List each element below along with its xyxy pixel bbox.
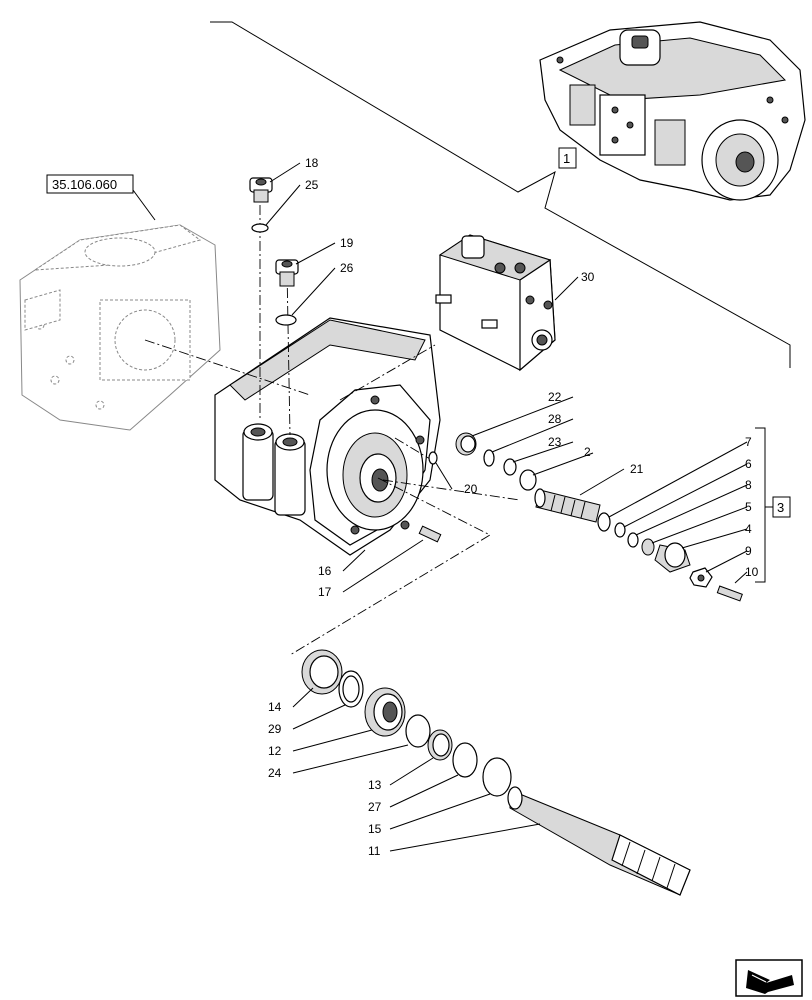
drive-shaft-11 bbox=[507, 786, 691, 896]
assembly-3-label: 3 bbox=[777, 500, 784, 515]
ghost-housing bbox=[19, 224, 221, 431]
callout-6: 6 bbox=[745, 457, 752, 471]
callout-7: 7 bbox=[745, 435, 752, 449]
overview-bracket-line bbox=[210, 21, 791, 368]
ring-2 bbox=[519, 469, 537, 491]
plug-18 bbox=[249, 177, 273, 203]
callout-28: 28 bbox=[548, 412, 562, 426]
ring-13 bbox=[427, 729, 453, 761]
screw-10 bbox=[716, 585, 743, 602]
callout-17: 17 bbox=[318, 585, 332, 599]
callout-12: 12 bbox=[268, 744, 282, 758]
assembly-1-label: 1 bbox=[563, 151, 570, 166]
washer-5 bbox=[641, 538, 655, 556]
seal-23 bbox=[503, 458, 517, 476]
callout-15: 15 bbox=[368, 822, 382, 836]
valve-block-30 bbox=[435, 234, 556, 372]
plug-19 bbox=[275, 259, 299, 287]
ring-14 bbox=[301, 649, 343, 695]
pump-housing bbox=[214, 317, 441, 556]
ring-27 bbox=[452, 742, 478, 778]
seal-25 bbox=[251, 223, 269, 233]
leader-lines bbox=[265, 162, 748, 852]
callout-14: 14 bbox=[268, 700, 282, 714]
spool-21 bbox=[534, 488, 601, 523]
complete-pump-overview bbox=[539, 21, 806, 201]
callout-5: 5 bbox=[745, 500, 752, 514]
callout-22: 22 bbox=[548, 390, 562, 404]
assembly-axes bbox=[144, 205, 521, 656]
reference-box[interactable]: 35.106.060 bbox=[46, 174, 134, 194]
callout-26: 26 bbox=[340, 261, 354, 275]
assembly-1-box: 1 bbox=[558, 147, 577, 169]
callout-8: 8 bbox=[745, 478, 752, 492]
callout-10: 10 bbox=[745, 565, 759, 579]
callout-11: 11 bbox=[368, 844, 381, 858]
snap-ring-29 bbox=[338, 670, 364, 708]
callout-9: 9 bbox=[745, 544, 752, 558]
callout-13: 13 bbox=[368, 778, 382, 792]
assembly-3-box: 3 bbox=[772, 496, 791, 518]
ring-24 bbox=[405, 714, 431, 748]
callout-numbers: 18 25 19 26 30 22 28 23 2 21 7 6 8 5 4 9… bbox=[268, 156, 759, 858]
callout-19: 19 bbox=[340, 236, 354, 250]
callout-25: 25 bbox=[305, 178, 319, 192]
callout-18: 18 bbox=[305, 156, 319, 170]
seal-8 bbox=[627, 532, 639, 548]
nut-9 bbox=[689, 567, 713, 588]
callout-21: 21 bbox=[630, 462, 644, 476]
callout-16: 16 bbox=[318, 564, 332, 578]
adjuster-4 bbox=[654, 542, 691, 573]
callout-23: 23 bbox=[548, 435, 562, 449]
reference-label: 35.106.060 bbox=[52, 177, 117, 192]
bearing-12 bbox=[364, 687, 406, 737]
callout-20: 20 bbox=[464, 482, 478, 496]
plug-20 bbox=[428, 451, 438, 465]
callout-29: 29 bbox=[268, 722, 282, 736]
screw-17 bbox=[418, 525, 442, 543]
callout-27: 27 bbox=[368, 800, 382, 814]
callout-2: 2 bbox=[584, 445, 591, 459]
cap-22 bbox=[455, 432, 477, 456]
seal-26 bbox=[275, 314, 297, 326]
callout-24: 24 bbox=[268, 766, 282, 780]
callout-4: 4 bbox=[745, 522, 752, 536]
sub-assembly-bracket bbox=[755, 427, 766, 583]
callout-30: 30 bbox=[581, 270, 595, 284]
seal-7 bbox=[597, 512, 611, 532]
ring-6 bbox=[614, 522, 626, 538]
seal-28 bbox=[483, 449, 495, 467]
shim-15 bbox=[482, 757, 512, 797]
arrow-icon[interactable] bbox=[735, 959, 803, 997]
